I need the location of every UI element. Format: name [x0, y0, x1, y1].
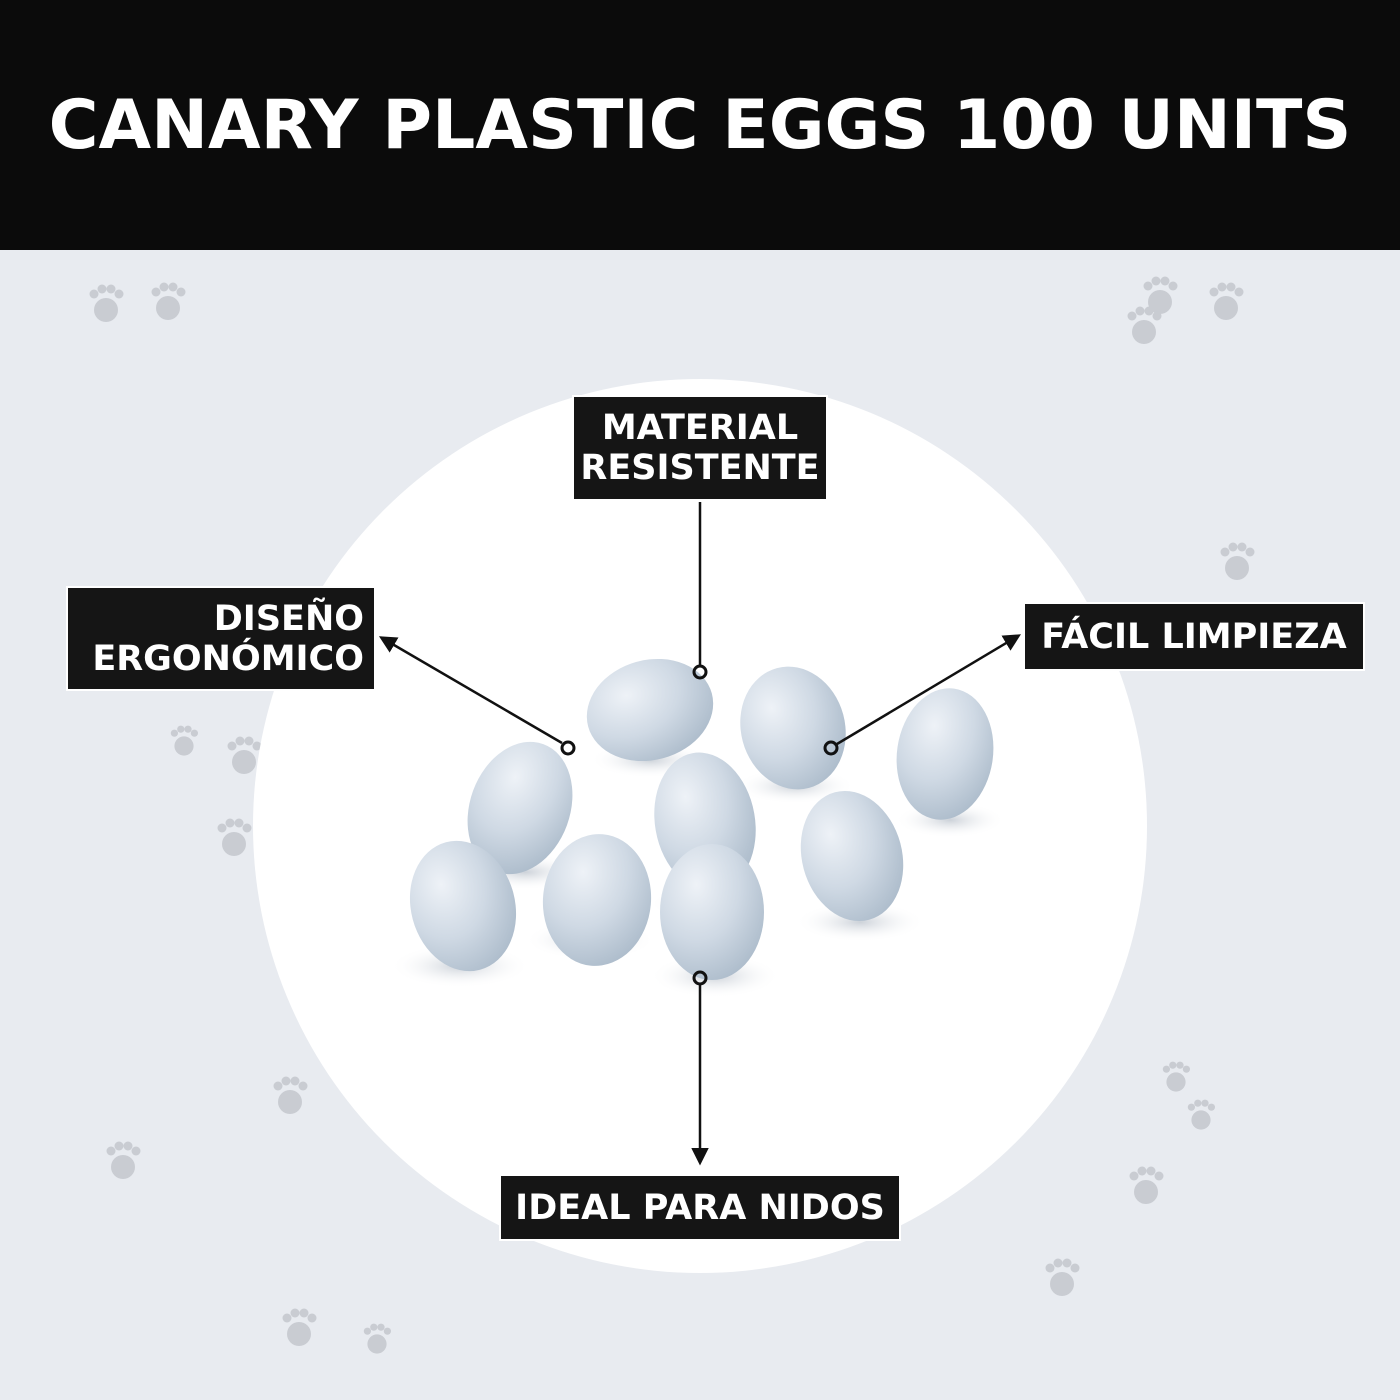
callout-material-resistente: MATERIAL RESISTENTE: [572, 395, 828, 501]
paw-print-icon: [273, 1076, 308, 1114]
paw-print-icon: [1127, 306, 1162, 344]
anchor-ideal: [692, 970, 708, 986]
callout-facil-limpieza: FÁCIL LIMPIEZA: [1023, 602, 1365, 671]
anchor-material: [692, 664, 708, 680]
paw-print-icon: [1209, 282, 1244, 320]
arrow-facil: [836, 634, 1022, 746]
paw-print-icon: [1187, 1099, 1215, 1130]
callout-line: IDEAL PARA NIDOS: [515, 1187, 885, 1228]
callout-diseno-ergonomico: DISEÑO ERGONÓMICO: [66, 586, 376, 691]
callout-line: ERGONÓMICO: [92, 638, 364, 679]
callout-line: FÁCIL LIMPIEZA: [1041, 616, 1347, 657]
callout-line: MATERIAL: [601, 408, 799, 448]
callout-line: DISEÑO: [213, 598, 364, 639]
paw-print-icon: [89, 284, 124, 322]
paw-print-icon: [1129, 1166, 1164, 1204]
paw-print-icon: [227, 736, 262, 774]
page-title: CANARY PLASTIC EGGS 100 UNITS: [48, 85, 1352, 165]
egg-icon: [740, 666, 846, 790]
paw-print-icon: [282, 1308, 317, 1346]
paw-print-icon: [151, 282, 186, 320]
arrow-diseno: [378, 636, 563, 745]
paw-print-icon: [1162, 1061, 1190, 1092]
anchor-diseno: [560, 740, 576, 756]
paw-print-icon: [217, 818, 252, 856]
paw-print-icon: [1220, 542, 1255, 580]
egg-icon: [586, 658, 714, 762]
paw-print-icon: [170, 725, 198, 756]
egg-icon: [467, 741, 573, 875]
paw-print-icon: [1045, 1258, 1080, 1296]
title-banner: CANARY PLASTIC EGGS 100 UNITS: [0, 0, 1400, 250]
callout-line: RESISTENTE: [580, 448, 820, 488]
egg-icon: [660, 844, 764, 980]
egg-icon: [800, 790, 904, 922]
eggs: [409, 658, 994, 980]
callout-ideal-para-nidos: IDEAL PARA NIDOS: [499, 1174, 901, 1241]
egg-icon: [409, 840, 517, 972]
egg-icon: [542, 834, 652, 966]
paw-print-icon: [106, 1141, 141, 1179]
egg-icon: [896, 688, 994, 820]
callout-lines: [378, 502, 1022, 1166]
paw-print-icon: [363, 1323, 391, 1354]
anchor-facil: [823, 740, 839, 756]
